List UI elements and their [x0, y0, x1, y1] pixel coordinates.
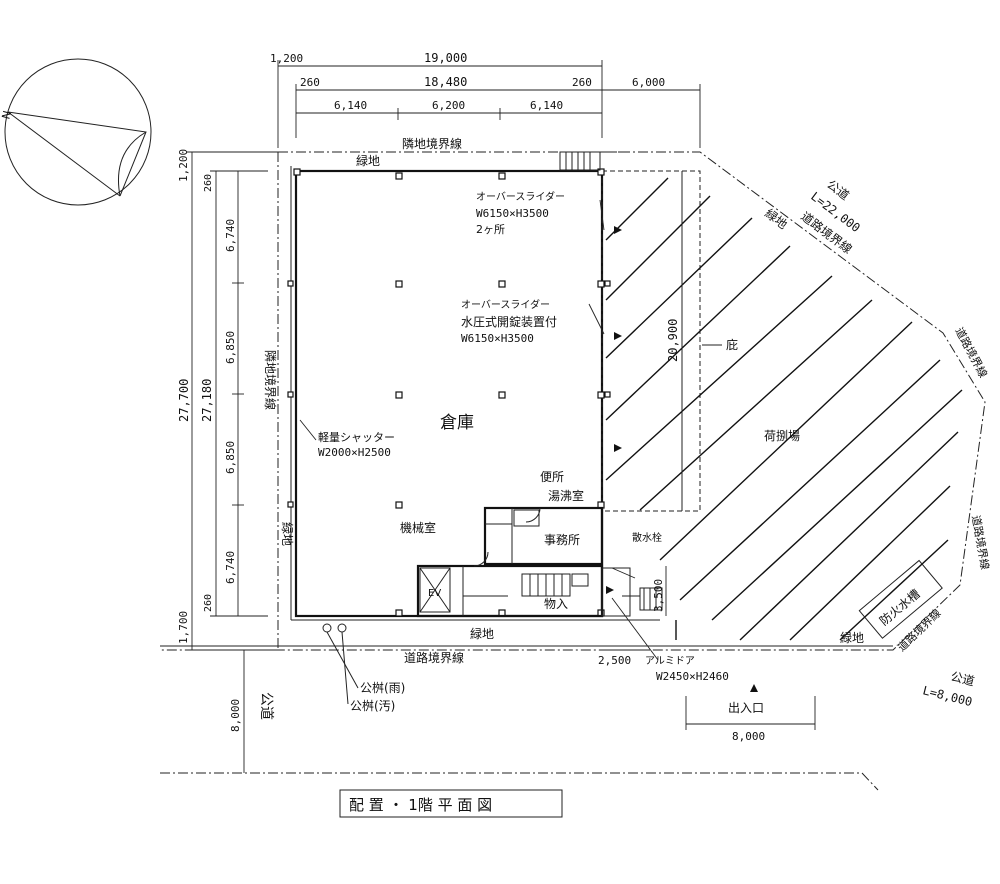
- dim-road-width: 8,000: [229, 699, 242, 732]
- dimension-lines-top: [277, 60, 701, 148]
- top-stair: [559, 151, 625, 171]
- label-slider-2-size: W6150×H3500: [461, 332, 534, 345]
- label-slider-1-title: オーバースライダー: [476, 190, 565, 203]
- label-slider-1-size: W6150×H3500: [476, 207, 549, 220]
- label-hydrant: 散水栓: [632, 531, 662, 544]
- label-public-road-right-2: L=8,000: [921, 683, 973, 709]
- label-machine-room: 機械室: [400, 520, 436, 535]
- office-rooms: [416, 506, 663, 618]
- door-markers: [606, 226, 758, 692]
- drawing-title: 配 置 ・ 1階 平 面 図: [349, 796, 492, 814]
- label-public-road-left: 公道: [258, 692, 274, 720]
- label-fire-tank: 防火水槽: [876, 586, 922, 628]
- label-ev: EV: [428, 588, 441, 599]
- label-entrance: 出入口: [728, 701, 764, 715]
- label-manhole-sewage: 公桝(汚): [350, 698, 395, 713]
- dimension-lines-other: [299, 171, 816, 730]
- label-slider-1-count: 2ヶ所: [476, 223, 505, 236]
- label-shutter-size: W2000×H2500: [318, 446, 391, 459]
- manhole-icons: [322, 623, 359, 705]
- label-slider-2-sub: 水圧式開錠装置付: [461, 314, 557, 329]
- fire-tank-box: [858, 559, 943, 639]
- dim-left-bottom: 1,700: [177, 611, 190, 644]
- label-loading-area: 荷捌場: [764, 428, 800, 443]
- label-road-boundary-bottom: 道路境界線: [404, 650, 464, 665]
- north-label: N: [0, 109, 14, 120]
- label-green-top: 緑地: [356, 153, 380, 168]
- dim-top-inner: 18,480: [424, 75, 467, 89]
- label-toilet: 便所: [540, 470, 564, 484]
- title-frame: [339, 789, 563, 818]
- dim-left-top: 1,200: [177, 149, 190, 182]
- label-eaves: 庇: [726, 337, 738, 352]
- dim-top-right: 6,000: [632, 76, 665, 89]
- label-green-diag: 緑地: [762, 205, 790, 231]
- label-shutter-title: 軽量シャッター: [318, 431, 395, 444]
- label-green-left: 緑地: [280, 522, 295, 546]
- label-alum-door-size: W2450×H2460: [656, 670, 729, 683]
- dim-entrance-width: 8,000: [732, 730, 765, 743]
- dim-bay-3: 6,140: [530, 99, 563, 112]
- label-public-road-right-1: 公道: [949, 669, 976, 688]
- dim-door-width: 2,500: [598, 654, 631, 667]
- label-kitchenette: 湯沸室: [548, 488, 584, 503]
- dimension-lines-left: [186, 151, 278, 773]
- dim-top-total: 1,200: [270, 52, 303, 65]
- north-arrow-icon: N: [0, 58, 152, 206]
- dim-bay-1: 6,140: [334, 99, 367, 112]
- label-neighbor-boundary-left: 隣地境界線: [263, 350, 278, 410]
- dim-left-side-top: 260: [203, 174, 214, 192]
- dim-left-inner: 27,180: [200, 379, 214, 422]
- dim-span-1: 6,740: [224, 219, 237, 252]
- label-road-boundary-r2: 道路境界線: [969, 514, 992, 571]
- label-slider-2-title: オーバースライダー: [461, 298, 550, 311]
- dim-span-3: 6,850: [224, 441, 237, 474]
- dim-top-overall: 19,000: [424, 51, 467, 65]
- dim-yard-depth: 20,900: [666, 319, 680, 362]
- dim-span-4: 6,740: [224, 551, 237, 584]
- label-alum-door-title: アルミドア: [645, 656, 695, 667]
- label-warehouse: 倉庫: [440, 413, 474, 433]
- dim-door-offset: 3,500: [652, 579, 665, 612]
- dim-top-side-right: 260: [572, 76, 592, 89]
- loading-area-hatch: [605, 177, 963, 641]
- label-green-bottom: 緑地: [470, 626, 494, 641]
- label-green-right: 緑地: [840, 630, 864, 645]
- dim-bay-2: 6,200: [432, 99, 465, 112]
- label-office: 事務所: [544, 533, 580, 547]
- label-neighbor-boundary-top: 隣地境界線: [402, 136, 462, 151]
- dim-left-overall: 27,700: [177, 379, 191, 422]
- dim-top-side-left: 260: [300, 76, 320, 89]
- label-road-boundary-r1: 道路境界線: [952, 325, 990, 380]
- label-manhole-rain: 公桝(雨): [360, 680, 405, 695]
- label-storage: 物入: [544, 597, 568, 611]
- structural-columns: [287, 168, 611, 617]
- dim-span-2: 6,850: [224, 331, 237, 364]
- dim-left-side-bottom: 260: [203, 594, 214, 612]
- site-boundary: [160, 151, 986, 791]
